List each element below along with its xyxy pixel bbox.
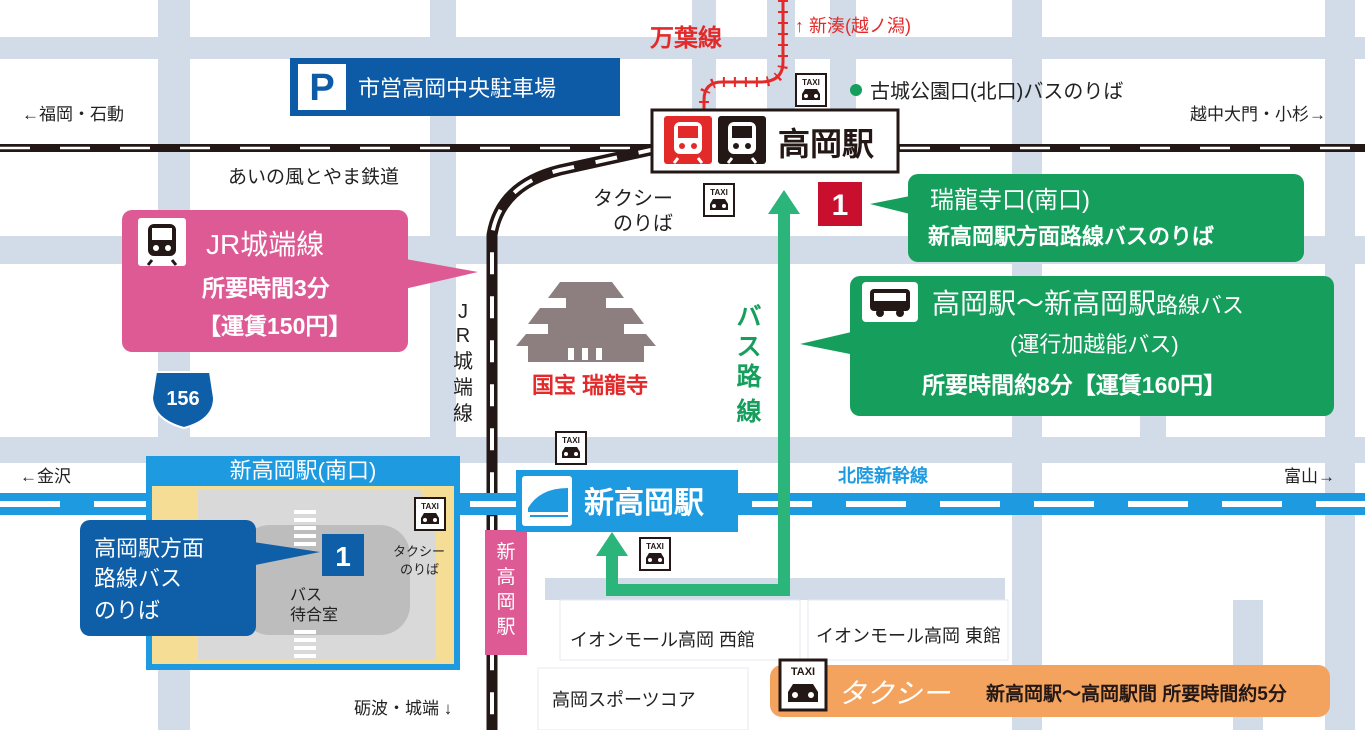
- svg-text:ス: ス: [736, 333, 761, 361]
- to-tonami-label: 砺波・城端 ↓: [354, 699, 452, 718]
- shin-takaoka-south-label: 新高岡駅(南口): [230, 458, 377, 483]
- svg-text:TAXI: TAXI: [646, 542, 664, 551]
- jr-johana-vertical-label: J R 城 端 線: [453, 301, 473, 425]
- shin-takaoka-bus-callout: 高岡駅方面 路線バス のりば: [80, 520, 320, 636]
- south-exit-title: 瑞龍寺口(南口): [930, 187, 1090, 214]
- plaza-bus-stop-badge: [322, 534, 364, 576]
- taxi-icon-large: TAXI: [778, 658, 828, 712]
- bus-stop-number: 1: [832, 189, 849, 222]
- takaoka-station: 高岡駅: [650, 108, 900, 174]
- jr-johana-callout: JR城端線 所要時間3分 【運賃150円】: [122, 210, 478, 352]
- jr-johana-fare: 【運賃150円】: [198, 313, 351, 339]
- svg-text:TAXI: TAXI: [710, 188, 728, 197]
- taxi-stand-label-2: のりば: [613, 212, 673, 235]
- taxi-info-title: タクシー: [838, 678, 951, 709]
- bus-route-operator: (運行加越能バス): [1010, 332, 1179, 357]
- parking-icon: P: [309, 67, 334, 109]
- kojo-park-bus-label: 古城公園口(北口)バスのりば: [870, 80, 1123, 103]
- jr-johana-time: 所要時間3分: [202, 275, 330, 301]
- south-exit-desc: 新高岡駅方面路線バスのりば: [928, 224, 1214, 249]
- svg-text:駅: 駅: [496, 617, 515, 638]
- svg-text:R: R: [456, 325, 470, 347]
- shin-bus-callout-line2: 路線バス: [94, 566, 182, 591]
- manyo-line: 万葉線 ↑ 新湊(越ノ潟): [650, 0, 911, 118]
- sports-core-label: 高岡スポーツコア: [552, 690, 696, 710]
- svg-text:端: 端: [453, 376, 473, 399]
- svg-text:路: 路: [736, 363, 762, 391]
- taxi-icon-shin-north: TAXI: [555, 431, 587, 465]
- svg-text:TAXI: TAXI: [562, 436, 580, 445]
- south-exit-callout: 瑞龍寺口(南口) 新高岡駅方面路線バスのりば: [870, 174, 1304, 262]
- jr-train-icon: [146, 224, 178, 266]
- shin-takaoka-station: 新高岡駅: [516, 470, 738, 532]
- jr-johana-title: JR城端線: [206, 229, 324, 260]
- svg-text:TAXI: TAXI: [791, 666, 815, 678]
- taxi-info-desc: 新高岡駅〜高岡駅間 所要時間約5分: [986, 682, 1287, 705]
- tram-icon: [672, 122, 704, 164]
- shin-bus-callout-line1: 高岡駅方面: [94, 536, 204, 561]
- waiting-room-label-2: 待合室: [290, 606, 338, 624]
- svg-text:TAXI: TAXI: [802, 78, 820, 87]
- shin-bus-callout-line3: のりば: [94, 598, 160, 623]
- to-shinminato-label: ↑ 新湊(越ノ潟): [795, 16, 911, 36]
- taxi-icon-plaza: TAXI: [414, 497, 446, 531]
- shinkansen-label: 北陸新幹線: [838, 465, 928, 486]
- to-fukuoka-label: ←福岡・石動: [22, 105, 124, 124]
- ainokaze-label: あいの風とやま鉄道: [228, 166, 399, 188]
- svg-text:TAXI: TAXI: [421, 502, 439, 511]
- svg-text:線: 線: [453, 402, 473, 425]
- manyo-line-label: 万葉線: [650, 24, 722, 52]
- svg-text:岡: 岡: [496, 592, 515, 613]
- jr-johana-rail: [486, 142, 662, 730]
- plaza-taxi-label-1: タクシー: [393, 544, 445, 559]
- takaoka-station-label: 高岡駅: [778, 126, 874, 162]
- bus-route-title: 高岡駅〜新高岡駅路線バス: [932, 288, 1244, 319]
- svg-text:J: J: [458, 301, 468, 323]
- green-dot-icon: [850, 84, 862, 96]
- to-toyama-label: 富山→: [1284, 467, 1335, 486]
- to-kanazawa-label: ←金沢: [20, 467, 71, 486]
- parking-sign: P 市営高岡中央駐車場: [290, 58, 620, 116]
- shin-takaoka-vertical-sign: 新 高 岡 駅: [485, 530, 527, 655]
- taxi-icon-north: TAXI: [795, 73, 827, 107]
- zuiryuji-temple-icon: [516, 282, 656, 362]
- zuiryuji-label: 国宝 瑞龍寺: [532, 373, 648, 398]
- to-ecchu-label: 越中大門・小杉→: [1190, 105, 1326, 124]
- route-156-shield: 156: [150, 371, 216, 430]
- aeon-east-label: イオンモール高岡 東館: [816, 626, 1001, 646]
- bus-route-callout: 高岡駅〜新高岡駅路線バス (運行加越能バス) 所要時間約8分【運賃160円】: [800, 276, 1334, 416]
- plaza-bus-stop-number: 1: [335, 541, 351, 572]
- svg-text:高: 高: [496, 566, 515, 588]
- taxi-icon-shin-south: TAXI: [639, 537, 671, 571]
- svg-text:城: 城: [453, 350, 473, 373]
- taxi-info-callout: TAXI タクシー 新高岡駅〜高岡駅間 所要時間約5分: [770, 658, 1330, 717]
- bus-icon: [870, 289, 910, 317]
- train-icon: [726, 122, 758, 164]
- shinkansen-icon: [528, 488, 568, 517]
- bus-stop-number-badge: [818, 182, 862, 226]
- svg-text:バ: バ: [736, 303, 761, 331]
- plaza-taxi-label-2: のりば: [400, 562, 439, 577]
- aeon-west-label: イオンモール高岡 西館: [570, 630, 755, 650]
- taxi-stand-label-1: タクシー: [593, 187, 673, 210]
- taxi-icon-takaoka-south: TAXI: [703, 183, 735, 217]
- bus-route-path: [596, 190, 800, 596]
- shin-takaoka-station-label: 新高岡駅: [584, 487, 704, 520]
- svg-text:線: 線: [736, 397, 761, 426]
- bus-route-vertical-label: バ ス 路 線: [736, 303, 762, 426]
- parking-label: 市営高岡中央駐車場: [358, 76, 556, 101]
- bus-route-time-fare: 所要時間約8分【運賃160円】: [922, 372, 1226, 398]
- svg-text:新: 新: [496, 541, 515, 563]
- route-156-number: 156: [166, 388, 199, 410]
- buildings: [537, 599, 1009, 730]
- waiting-room-label-1: バス: [290, 587, 322, 604]
